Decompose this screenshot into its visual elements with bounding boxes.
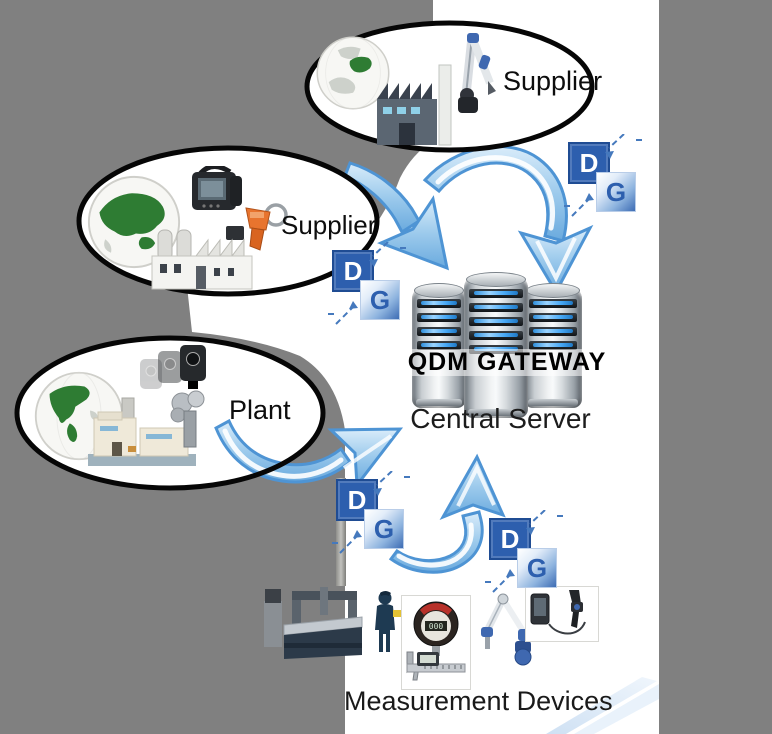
server-slot bbox=[529, 313, 577, 322]
node-supplier-asia: Supplier bbox=[79, 148, 377, 294]
factory-dark-icon bbox=[377, 64, 452, 146]
video-inspection-device-icon bbox=[192, 166, 242, 210]
measurement-devices-caption: Measurement Devices bbox=[344, 686, 613, 716]
dg-compress-arrows-icon bbox=[564, 134, 642, 217]
server-tower-foot bbox=[416, 399, 462, 406]
server-slot bbox=[469, 331, 523, 340]
cnc-machine-tool-icon bbox=[140, 345, 206, 448]
inspector-icon bbox=[375, 591, 401, 652]
server-slot bbox=[417, 313, 461, 322]
globe-europe-icon bbox=[316, 36, 390, 110]
cmm-column bbox=[336, 478, 346, 586]
server-tower-cap bbox=[466, 272, 526, 287]
dg-compress-arrows-icon bbox=[485, 510, 563, 593]
arrow-gloss bbox=[396, 522, 474, 568]
dg-gateway-badge-asia-supplier: D G bbox=[328, 242, 412, 326]
portable-measuring-arm-icon bbox=[458, 33, 496, 113]
server-tower-cap bbox=[414, 283, 464, 298]
arrow-gloss bbox=[222, 428, 344, 479]
ribbon-accent-2 bbox=[574, 684, 659, 734]
ribbon-accent bbox=[546, 677, 657, 734]
handheld-scanner-icon bbox=[530, 590, 586, 635]
factory-complex-icon bbox=[88, 397, 196, 466]
globe-asia-icon bbox=[87, 175, 181, 269]
dg-d-square: D bbox=[336, 479, 378, 521]
node-label: Supplier bbox=[281, 210, 377, 240]
server-slot bbox=[417, 299, 461, 308]
dg-d-square: D bbox=[332, 250, 374, 292]
server-slot bbox=[529, 341, 577, 350]
dg-g-square: G bbox=[517, 548, 557, 588]
digital-caliper-icon bbox=[406, 651, 466, 681]
arrowhead-gloss bbox=[342, 434, 393, 470]
server-tower-left bbox=[412, 283, 466, 408]
plant-ellipse-border bbox=[14, 335, 326, 491]
server-slot bbox=[469, 317, 523, 326]
handheld-3d-scanner-icon bbox=[226, 203, 288, 251]
qdm-gateway-banner: QDM GATEWAY bbox=[395, 348, 619, 376]
dg-compress-arrows-icon bbox=[328, 242, 406, 325]
arrow-supplier-asia-to-server bbox=[343, 161, 450, 271]
dg-gateway-badge-devices: D G bbox=[485, 510, 569, 594]
central-server-caption: Central Server bbox=[410, 403, 591, 434]
node-plant: Plant bbox=[17, 338, 323, 488]
dg-compress-arrows-icon bbox=[332, 471, 410, 554]
server-tower-foot bbox=[468, 409, 524, 416]
cmm-machine-icon bbox=[264, 587, 363, 659]
dg-g-square: G bbox=[596, 172, 636, 212]
server-slot bbox=[469, 303, 523, 312]
dg-g-square: G bbox=[364, 509, 404, 549]
supplier-top-ellipse-border bbox=[304, 20, 595, 153]
server-slot bbox=[417, 327, 461, 336]
node-label: Plant bbox=[229, 395, 291, 425]
dg-gateway-badge-plant: D G bbox=[332, 471, 416, 555]
arrowhead-gloss bbox=[456, 463, 496, 507]
server-tower-center bbox=[464, 272, 528, 418]
server-tower-cap bbox=[526, 283, 580, 298]
dg-gateway-badge-top-supplier: D G bbox=[564, 134, 648, 218]
supplier-asia-ellipse-border bbox=[76, 145, 380, 297]
server-slot bbox=[529, 327, 577, 336]
arrow-gloss bbox=[435, 155, 556, 231]
svg-text:000: 000 bbox=[429, 622, 444, 631]
dg-g-square: G bbox=[360, 280, 400, 320]
arrowhead-gloss bbox=[535, 237, 577, 283]
qdm-gateway-title: QDM GATEWAY bbox=[407, 348, 607, 376]
factory-light-icon bbox=[151, 229, 253, 290]
dial-gauge-icon: 000 bbox=[413, 601, 459, 656]
server-slot bbox=[529, 299, 577, 308]
dg-d-square: D bbox=[568, 142, 610, 184]
server-slot bbox=[469, 289, 523, 298]
node-supplier-top: Supplier bbox=[307, 23, 602, 150]
node-label: Supplier bbox=[503, 66, 603, 96]
server-tower-foot bbox=[528, 399, 578, 406]
server-slot bbox=[417, 341, 461, 350]
